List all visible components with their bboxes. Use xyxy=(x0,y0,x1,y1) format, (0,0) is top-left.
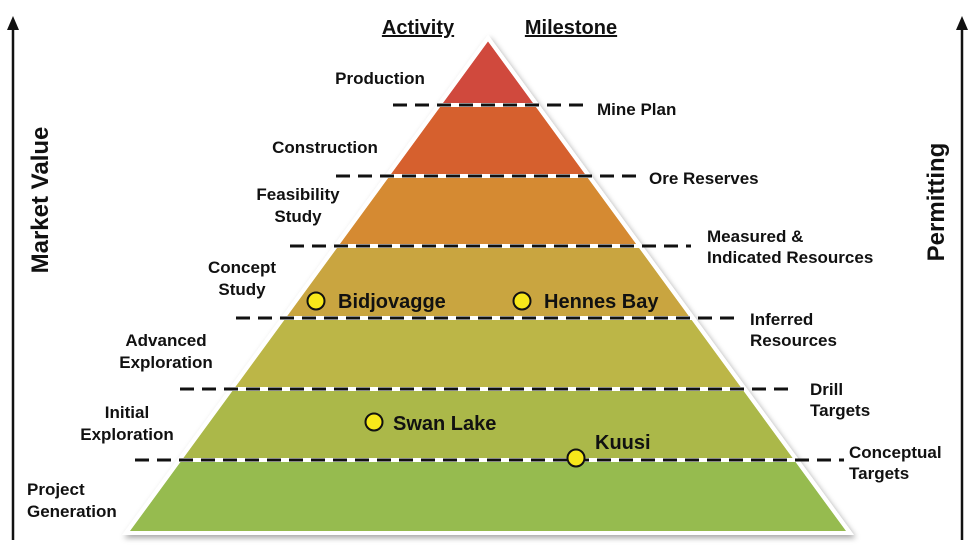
permitting-label: Permitting xyxy=(923,143,950,262)
pyramid-band-advanced-exploration xyxy=(227,316,749,391)
milestone-label-line: Inferred xyxy=(750,310,813,329)
milestone-label-line: Drill xyxy=(810,380,843,399)
project-kuusi: Kuusi xyxy=(566,432,651,468)
project-hennes-bay: Hennes Bay xyxy=(512,291,659,313)
project-marker-icon xyxy=(364,412,384,432)
milestone-label-line: Ore Reserves xyxy=(649,169,759,188)
milestone-label-line: Targets xyxy=(849,464,909,483)
project-marker-icon xyxy=(566,448,586,468)
milestone-measured-indicated-resources: Measured & Indicated Resources xyxy=(707,227,873,267)
activity-label-line: Construction xyxy=(272,138,378,157)
activity-header: Activity xyxy=(382,17,455,39)
activity-label-line: Feasibility xyxy=(256,185,340,204)
pyramid-band-project-generation xyxy=(122,458,854,535)
market-value-axis: Market Value xyxy=(7,16,54,540)
activity-production: Production xyxy=(335,69,425,88)
pyramid-outline xyxy=(122,34,854,535)
project-label: Bidjovagge xyxy=(338,291,446,313)
activity-label-line: Project xyxy=(27,480,85,499)
project-marker-icon xyxy=(512,291,532,311)
project-label: Swan Lake xyxy=(393,413,496,435)
activity-label-line: Concept xyxy=(208,258,276,277)
pyramid-band-construction xyxy=(383,103,593,178)
project-bidjovagge: Bidjovagge xyxy=(306,291,446,313)
project-marker-icon xyxy=(306,291,326,311)
milestone-label-line: Targets xyxy=(810,401,870,420)
activity-label-line: Generation xyxy=(27,502,117,521)
milestone-label-line: Mine Plan xyxy=(597,100,676,119)
milestone-mine-plan: Mine Plan xyxy=(597,100,676,119)
permitting-arrowhead-icon xyxy=(956,16,968,30)
activity-label-line: Initial xyxy=(105,403,149,422)
activity-label-line: Study xyxy=(274,207,322,226)
activity-labels: ProductionConstructionFeasibilityStudyCo… xyxy=(27,69,425,521)
milestone-label-line: Indicated Resources xyxy=(707,248,873,267)
activity-label-line: Advanced xyxy=(125,331,206,350)
milestone-label-line: Resources xyxy=(750,331,837,350)
milestone-header: Milestone xyxy=(525,17,617,39)
project-label: Kuusi xyxy=(595,432,651,454)
project-swan-lake: Swan Lake xyxy=(364,412,496,435)
activity-label-line: Production xyxy=(335,69,425,88)
milestone-label-line: Conceptual xyxy=(849,443,942,462)
milestone-lines xyxy=(135,103,844,462)
activity-label-line: Study xyxy=(218,280,266,299)
market-value-arrowhead-icon xyxy=(7,16,19,30)
milestone-ore-reserves: Ore Reserves xyxy=(649,169,759,188)
project-label: Hennes Bay xyxy=(544,291,659,313)
pyramid-band-production xyxy=(435,34,541,107)
market-value-label: Market Value xyxy=(27,127,54,274)
permitting-axis: Permitting xyxy=(923,16,968,540)
activity-label-line: Exploration xyxy=(80,425,174,444)
activity-label-line: Exploration xyxy=(119,353,213,372)
milestone-label-line: Measured & xyxy=(707,227,803,246)
activity-construction: Construction xyxy=(272,138,378,157)
